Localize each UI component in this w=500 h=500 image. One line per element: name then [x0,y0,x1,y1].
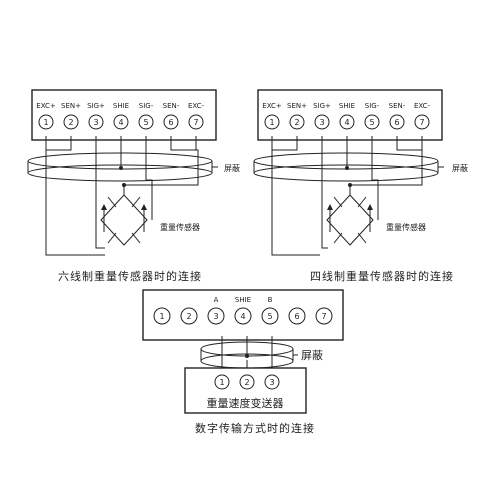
transmitter-terminal-circle [214,374,230,390]
terminal-number: 6 [168,118,173,127]
panel-caption: 六线制重量传感器时的连接 [58,269,202,283]
terminal-circle [314,114,330,130]
terminal-label: SEN+ [61,102,81,110]
terminal-label: EXC+ [262,102,282,110]
terminal-number: 7 [419,118,424,127]
transmitter-terminals: 1 2 3 [214,374,280,390]
shield-label: 屏蔽 [452,163,468,173]
terminal-label: SIG- [365,102,380,110]
terminal-label: SEN- [389,102,406,110]
terminal-number: 7 [193,118,198,127]
terminal-number: 4 [240,312,245,321]
terminal-circle [163,114,179,130]
terminal-circle [234,307,252,325]
panel-caption: 四线制重量传感器时的连接 [310,269,454,283]
terminal-number: 2 [68,118,73,127]
terminal-number: 4 [118,118,123,127]
terminal-label: SEN+ [287,102,307,110]
terminal-circle [88,114,104,130]
terminal-circle [389,114,405,130]
terminal-number: 5 [369,118,374,127]
terminal-circle [315,307,333,325]
terminal-circle [207,307,225,325]
terminal-circle [288,307,306,325]
terminal-number: 5 [267,312,272,321]
terminal-circle [264,114,280,130]
terminal-number: 4 [344,118,349,127]
terminal-circle [414,114,430,130]
terminal-circle [261,307,279,325]
terminal-number: 2 [294,118,299,127]
terminal-label: EXC- [188,102,205,110]
terminal-circle [289,114,305,130]
shield-label: 屏蔽 [301,349,323,362]
terminal-number: 3 [213,312,218,321]
transmitter-terminal-circle [239,374,255,390]
terminal-label: B [268,296,273,304]
sensor-label: 重量传感器 [160,222,200,232]
transmitter-terminal-number: 3 [269,378,274,387]
terminal-number: 3 [93,118,98,127]
terminal-label: A [214,296,219,304]
terminal-number: 3 [319,118,324,127]
transmitter-label: 重量速度变送器 [207,396,284,410]
digital-panel: 1 2 A 3 SHIE 4 B 5 6 7 屏蔽 1 2 3 重量速度变送器 数字传输方式时的连接 [142,289,344,435]
terminal-label: SIG+ [87,102,105,110]
terminal-label: SHIE [113,102,129,110]
terminal-circle [38,114,54,130]
strain-gauge-bridge [326,194,374,246]
transmitter-terminal-circle [264,374,280,390]
terminal-label: SEN- [163,102,180,110]
terminal-number: 6 [394,118,399,127]
terminal-circle [153,307,171,325]
terminal-circle [339,114,355,130]
terminal-label: EXC- [414,102,431,110]
terminal-number: 7 [321,312,326,321]
terminal-circle [188,114,204,130]
terminal-row: EXC+ 1 SEN+ 2 SIG+ 3 SHIE 4 SIG- 5 SEN- 6 EXC- 7 [36,102,205,130]
terminal-number: 6 [294,312,299,321]
shield-label: 屏蔽 [224,163,240,173]
terminal-number: 1 [43,118,48,127]
panel-caption: 数字传输方式时的连接 [195,421,315,435]
terminal-number: 1 [269,118,274,127]
terminal-number: 5 [143,118,148,127]
strain-gauge-bridge [100,194,148,246]
six-wire-panel: EXC+ 1 SEN+ 2 SIG+ 3 SHIE 4 SIG- 5 SEN- 6 EXC- 7 屏蔽 [27,89,240,283]
terminal-label: EXC+ [36,102,56,110]
terminal-circle [138,114,154,130]
terminal-label: SIG+ [313,102,331,110]
terminal-circle [113,114,129,130]
terminal-label: SHIE [339,102,355,110]
sensor-label: 重量传感器 [386,222,426,232]
terminal-label: SHIE [235,296,251,304]
terminal-row: 1 2 A 3 SHIE 4 B 5 6 7 [153,296,333,325]
terminal-block [257,89,443,141]
terminal-number: 1 [159,312,164,321]
terminal-row: EXC+ 1 SEN+ 2 SIG+ 3 SHIE 4 SIG- 5 SEN- 6 EXC- 7 [262,102,431,130]
terminal-number: 2 [186,312,191,321]
terminal-circle [63,114,79,130]
terminal-block [31,89,217,141]
transmitter-terminal-number: 2 [244,378,249,387]
terminal-circle [180,307,198,325]
terminal-label: SIG- [139,102,154,110]
transmitter-terminal-number: 1 [219,378,224,387]
terminal-circle [364,114,380,130]
